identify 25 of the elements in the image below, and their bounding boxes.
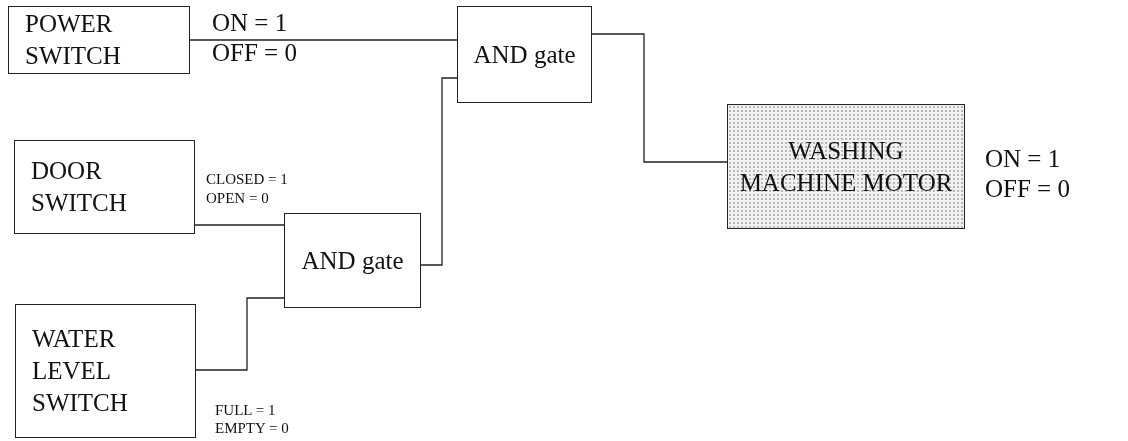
box-label: DOOR SWITCH (31, 156, 128, 218)
switch-box (14, 140, 195, 234)
connector-line (189, 39, 458, 41)
connector-line (420, 77, 458, 266)
gate-box (284, 213, 421, 308)
signal-value-note: FULL = 1 (215, 403, 276, 418)
connector-line (591, 33, 728, 163)
box-label: WATER LEVEL SWITCH (32, 324, 129, 418)
motor-box (727, 104, 965, 229)
signal-value-note: OFF = 0 (985, 176, 1070, 201)
box-label: POWER SWITCH (25, 9, 122, 71)
box-label: WASHING MACHINE MOTOR (738, 135, 954, 198)
signal-value-note: ON = 1 (212, 10, 288, 35)
box-label: AND gate (473, 39, 576, 70)
signal-value-note: EMPTY = 0 (215, 421, 289, 436)
connector-line (194, 224, 285, 226)
connector-line (195, 297, 285, 371)
box-label: AND gate (301, 245, 404, 276)
gate-box (457, 6, 592, 103)
signal-value-note: ON = 1 (985, 146, 1061, 171)
signal-value-note: OFF = 0 (212, 40, 297, 65)
switch-box (15, 304, 196, 438)
signal-value-note: CLOSED = 1 (206, 172, 288, 187)
signal-value-note: OPEN = 0 (206, 191, 269, 206)
switch-box (8, 6, 190, 74)
